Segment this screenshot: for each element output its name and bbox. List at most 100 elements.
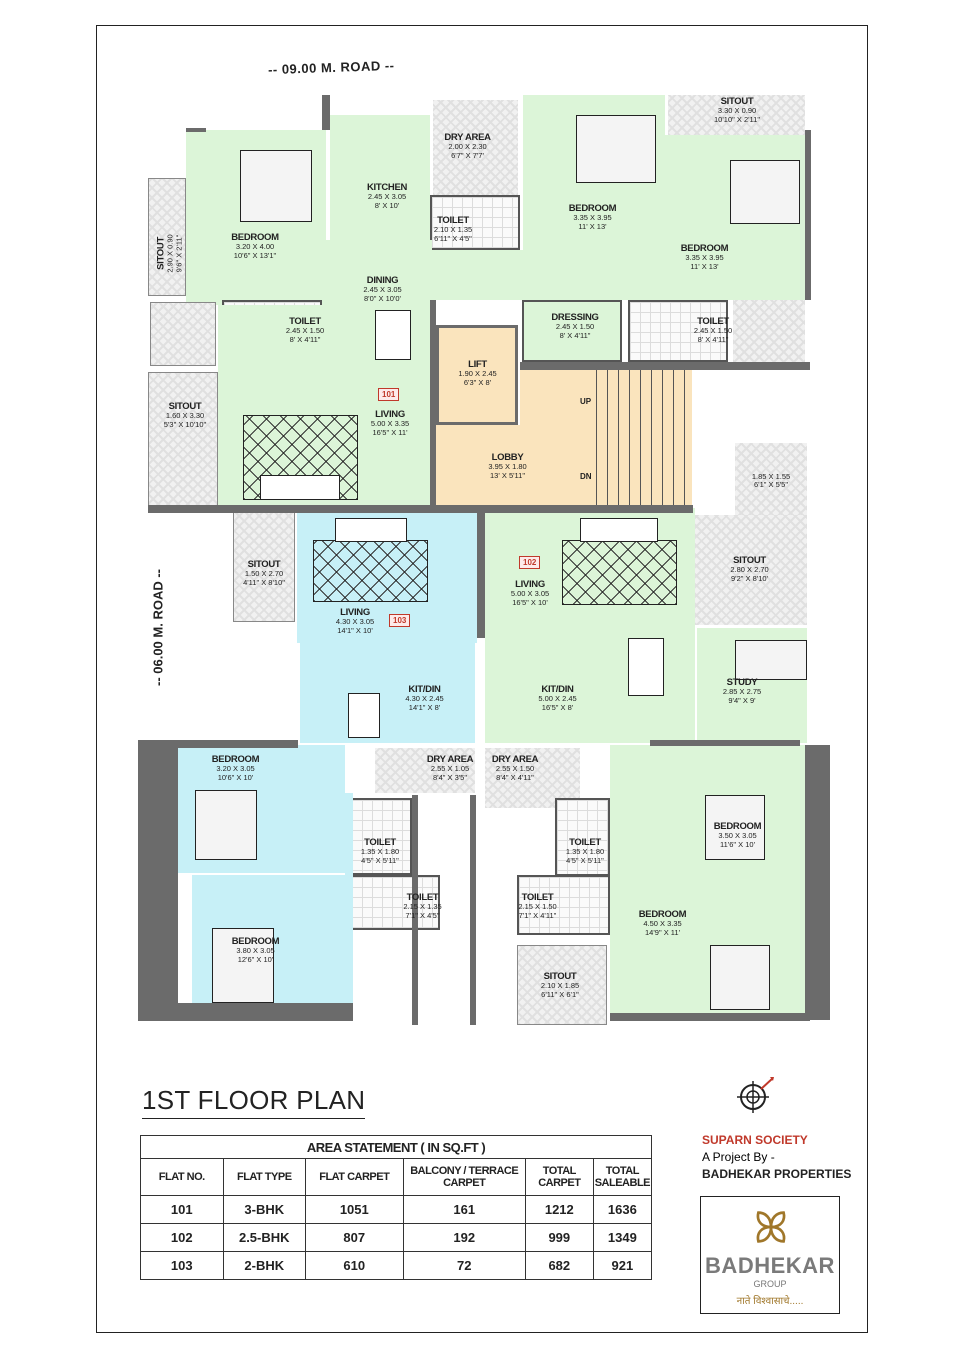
staircase — [596, 370, 692, 507]
wall — [520, 362, 810, 370]
wall — [477, 508, 485, 638]
project-by: A Project By - — [702, 1150, 775, 1164]
col-balcony-carpet: BALCONY / TERRACE CARPET — [402, 1158, 526, 1196]
cell: 101 — [140, 1195, 224, 1224]
logo-group: GROUP — [753, 1279, 787, 1289]
wall — [322, 95, 330, 130]
col-flat-no: FLAT NO. — [140, 1158, 224, 1196]
room-f103-kitdin — [300, 643, 475, 743]
cell: 682 — [524, 1251, 594, 1280]
room-f101-sitout-right — [668, 95, 805, 135]
room-f101-dining — [186, 240, 432, 305]
area-statement-caption: AREA STATEMENT ( IN SQ.FT ) — [140, 1135, 652, 1159]
room-f101-toilet-c — [628, 300, 728, 362]
cell: 103 — [140, 1251, 224, 1280]
cell: 921 — [592, 1251, 653, 1280]
cell: 2-BHK — [222, 1251, 307, 1280]
room-f102-sitout2 — [517, 945, 607, 1025]
room-f101-dressing — [522, 300, 622, 362]
dining-table-icon — [375, 310, 411, 360]
wall — [138, 1003, 353, 1021]
cell: 72 — [402, 1251, 526, 1280]
cell: 1212 — [524, 1195, 594, 1224]
flat-tag-102: 102 — [519, 556, 541, 569]
room-f102-toilet-a — [555, 798, 610, 876]
stairs-down-label: DN — [580, 472, 592, 481]
bed-icon — [576, 115, 656, 183]
flat-tag-101: 101 — [378, 388, 400, 401]
table-row: 102 2.5-BHK 807 192 999 1349 — [140, 1223, 653, 1252]
room-f102-toilet-b — [517, 875, 610, 935]
wall — [610, 1013, 810, 1021]
cell: 161 — [402, 1195, 526, 1224]
plan-title: 1ST FLOOR PLAN — [142, 1085, 366, 1119]
cell: 999 — [524, 1223, 594, 1252]
bed-icon — [730, 160, 800, 224]
cell: 1349 — [592, 1223, 653, 1252]
dining-table-icon — [628, 638, 664, 696]
room-f101-shaft-right — [733, 300, 805, 362]
room-f101-kitchen — [330, 115, 430, 240]
cell: 2.5-BHK — [222, 1223, 307, 1252]
logo-name: BADHEKAR — [705, 1253, 835, 1278]
cell: 192 — [402, 1223, 526, 1252]
col-flat-carpet: FLAT CARPET — [305, 1158, 404, 1196]
room-lobby — [436, 425, 596, 507]
room-f103-passage — [345, 793, 353, 1003]
leaf-logo-icon — [756, 1211, 786, 1243]
col-flat-type: FLAT TYPE — [222, 1158, 307, 1196]
wall — [138, 745, 178, 1020]
wall — [470, 795, 476, 1025]
col-total-carpet: TOTAL CARPET — [524, 1158, 594, 1196]
bed-icon — [240, 150, 312, 222]
table-header-row: FLAT NO. FLAT TYPE FLAT CARPET BALCONY /… — [140, 1158, 653, 1196]
area-statement-table: AREA STATEMENT ( IN SQ.FT ) FLAT NO. FLA… — [140, 1135, 653, 1280]
page-frame — [96, 25, 868, 1333]
room-f103-sitout — [233, 512, 295, 622]
room-f101-corridor — [420, 250, 665, 300]
wall — [138, 740, 298, 748]
room-f101-dry-area — [433, 100, 518, 195]
society-name: SUPARN SOCIETY — [702, 1133, 808, 1147]
cell: 807 — [305, 1223, 404, 1252]
table-row: 103 2-BHK 610 72 682 921 — [140, 1251, 653, 1280]
wall — [186, 128, 206, 132]
developer-name: BADHEKAR PROPERTIES — [702, 1167, 852, 1181]
wall — [805, 130, 811, 300]
dining-table-icon — [348, 693, 380, 738]
room-lift — [436, 325, 518, 425]
room-f103-dry-area — [375, 748, 475, 793]
room-f101-shaft-left — [150, 302, 216, 366]
col-total-saleable: TOTAL SALEABLE — [592, 1158, 653, 1196]
sofa-icon — [260, 475, 340, 500]
stairs-up-label: UP — [580, 397, 592, 406]
cell: 1636 — [592, 1195, 653, 1224]
north-compass-icon — [737, 1077, 774, 1113]
